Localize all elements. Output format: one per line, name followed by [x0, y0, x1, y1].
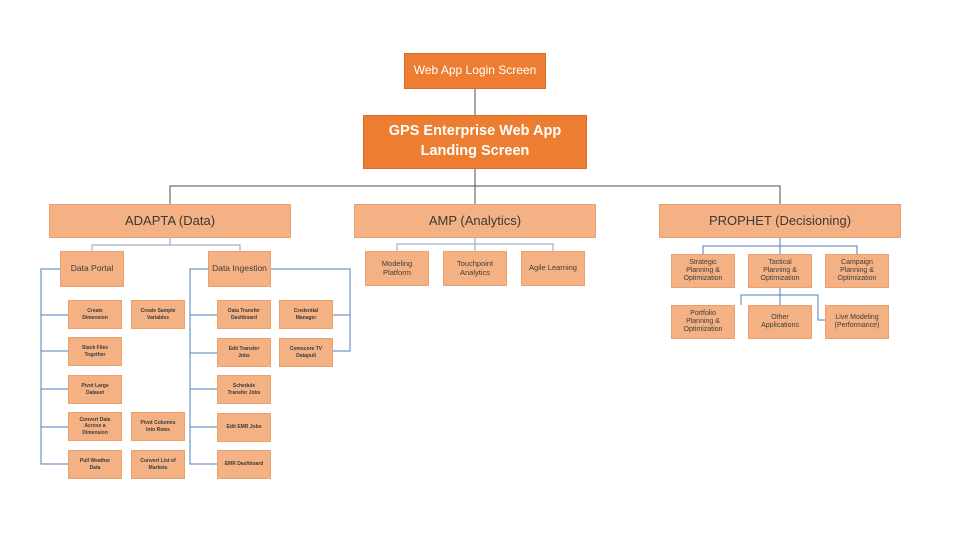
live-modeling-node: Live Modeling (Performance): [825, 305, 889, 339]
data-ingestion-label: Data Ingestion: [212, 263, 267, 274]
modeling-platform-node: Modeling Platform: [365, 251, 429, 286]
portfolio-planning-node: Portfolio Planning & Optimization: [671, 305, 735, 339]
web-app-login-screen-node: Web App Login Screen: [404, 53, 546, 89]
connector-portal-spine: [40, 268, 68, 465]
credential-manager-node: Credential Manager: [279, 300, 333, 329]
agile-learning-label: Agile Learning: [529, 263, 577, 273]
web-app-login-screen-label: Web App Login Screen: [413, 63, 537, 78]
portfolio-planning-label: Portfolio Planning & Optimization: [683, 309, 723, 334]
live-modeling-label: Live Modeling (Performance): [834, 313, 880, 329]
edit-emr-jobs-node: Edit EMR Jobs: [217, 413, 271, 442]
create-sample-variables-label: Create Sample Variables: [140, 308, 176, 321]
convert-list-of-markets-label: Convert List of Markets: [140, 458, 176, 471]
convert-date-across-dimension-node: Convert Date Across a Dimension: [68, 412, 122, 441]
comscore-tv-datapull-label: Comscore TV Datapull: [289, 346, 323, 359]
schedule-transfer-jobs-node: Schedule Transfer Jobs: [217, 375, 271, 404]
data-ingestion-node: Data Ingestion: [208, 251, 271, 287]
pivot-columns-into-rows-label: Pivot Columns Into Rows: [140, 420, 176, 433]
create-sample-variables-node: Create Sample Variables: [131, 300, 185, 329]
strategic-planning-label: Strategic Planning & Optimization: [683, 258, 723, 283]
pull-weather-data-node: Pull Weather Data: [68, 450, 122, 479]
pivot-large-dataset-label: Pivot Large Dataset: [81, 383, 109, 396]
convert-date-across-dimension-label: Convert Date Across a Dimension: [79, 417, 111, 436]
modeling-platform-label: Modeling Platform: [381, 258, 413, 277]
gps-landing-screen-node: GPS Enterprise Web App Landing Screen: [363, 115, 587, 169]
data-transfer-dashboard-node: Data Transfer Dashboard: [217, 300, 271, 329]
emr-dashboard-node: EMR Dashboard: [217, 450, 271, 479]
pivot-columns-into-rows-node: Pivot Columns Into Rows: [131, 412, 185, 441]
edit-transfer-jobs-node: Edit Transfer Jobs: [217, 338, 271, 367]
touchpoint-analytics-label: Touchpoint Analytics: [456, 258, 494, 277]
adapta-section-label: ADAPTA (Data): [124, 212, 216, 228]
other-applications-node: Other Applications: [748, 305, 812, 339]
prophet-section-label: PROPHET (Decisioning): [708, 212, 852, 228]
tactical-planning-label: Tactical Planning & Optimization: [760, 258, 800, 283]
data-portal-label: Data Portal: [70, 263, 114, 274]
create-dimension-label: Create Dimension: [82, 308, 108, 321]
prophet-section-node: PROPHET (Decisioning): [659, 204, 901, 238]
comscore-tv-datapull-node: Comscore TV Datapull: [279, 338, 333, 367]
other-applications-label: Other Applications: [761, 313, 799, 329]
edit-transfer-jobs-label: Edit Transfer Jobs: [228, 346, 260, 359]
create-dimension-node: Create Dimension: [68, 300, 122, 329]
campaign-planning-node: Campaign Planning & Optimization: [825, 254, 889, 288]
stack-files-together-label: Stack Files Together: [81, 345, 109, 358]
stack-files-together-node: Stack Files Together: [68, 337, 122, 366]
data-transfer-dashboard-label: Data Transfer Dashboard: [228, 308, 260, 321]
convert-list-of-markets-node: Convert List of Markets: [131, 450, 185, 479]
pivot-large-dataset-node: Pivot Large Dataset: [68, 375, 122, 404]
credential-manager-label: Credential Manager: [293, 308, 319, 321]
touchpoint-analytics-node: Touchpoint Analytics: [443, 251, 507, 286]
campaign-planning-label: Campaign Planning & Optimization: [837, 258, 877, 283]
connector-ingestion-spine-right: [271, 268, 351, 352]
connector-ingestion-spine-left: [189, 268, 217, 465]
emr-dashboard-label: EMR Dashboard: [224, 461, 264, 468]
connector-adapta-groups: [91, 244, 241, 251]
agile-learning-node: Agile Learning: [521, 251, 585, 286]
strategic-planning-node: Strategic Planning & Optimization: [671, 254, 735, 288]
tactical-planning-node: Tactical Planning & Optimization: [748, 254, 812, 288]
gps-landing-screen-label: GPS Enterprise Web App Landing Screen: [388, 123, 562, 159]
data-portal-node: Data Portal: [60, 251, 124, 287]
amp-section-label: AMP (Analytics): [428, 212, 522, 228]
edit-emr-jobs-label: Edit EMR Jobs: [226, 424, 262, 431]
schedule-transfer-jobs-label: Schedule Transfer Jobs: [227, 383, 261, 396]
adapta-section-node: ADAPTA (Data): [49, 204, 291, 238]
connector-prophet-lower: [740, 294, 825, 321]
pull-weather-data-label: Pull Weather Data: [79, 458, 111, 471]
amp-section-node: AMP (Analytics): [354, 204, 596, 238]
